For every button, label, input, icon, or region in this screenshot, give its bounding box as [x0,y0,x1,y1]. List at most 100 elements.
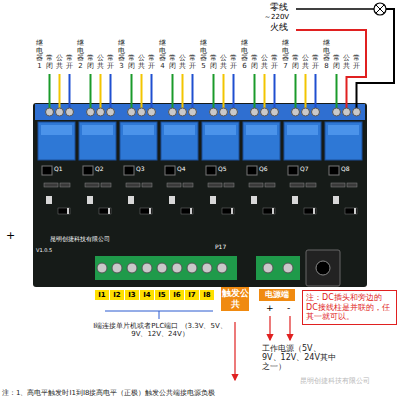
lamp-symbol [374,3,386,15]
terminal-label: 常开 [271,55,278,70]
input-label-box: I5 [155,290,169,300]
node-text: 电源端 [259,290,295,300]
relay-label: 继电器2 [77,40,84,71]
diode-band [231,208,233,214]
transistor-label: Q8 [341,166,350,173]
terminal-screw [261,108,269,116]
relay-body [120,122,157,160]
terminal-wire [336,74,338,108]
plus-sign: + [6,230,15,243]
board-version: V1.0.5 [36,248,52,254]
led [46,196,52,204]
transistor [42,166,52,175]
terminal-screw [56,108,64,116]
transistor [329,166,339,175]
terminal-label: 公共 [179,55,186,70]
terminal-label: 公共 [302,55,309,70]
resistor [85,183,99,187]
diode-band [354,208,356,214]
terminal-label: 公共 [97,55,104,70]
terminal-wire [223,74,225,108]
terminal-screw [220,108,228,116]
terminal-screw [292,108,300,116]
neutral-wire [296,8,374,10]
voltage-label: ～220V [264,13,289,21]
terminal-wire [233,74,235,108]
wire-label: 零线 [270,2,288,12]
lamp-wire [357,9,395,108]
resistor [290,183,304,187]
footer-note: 注：1、高电平触发时I1到I8接高电平（正极）触发公共端接电源负极 [2,389,216,397]
diode-band [149,208,151,214]
relay-label: 继电器4 [159,40,166,71]
resistor [347,183,357,187]
terminal-label: 常闭 [292,55,299,70]
live-wire [296,30,366,108]
node-text: I2 [110,291,124,299]
terminal-screw [46,108,54,116]
terminal-wire [151,74,153,108]
terminal-screw [353,108,361,116]
terminal-label: 常闭 [333,55,340,70]
wire-label: 火线 [270,22,288,32]
terminal-label: 常闭 [169,55,176,70]
diode [263,208,275,214]
resistor [265,183,275,187]
resistor [101,183,111,187]
node-text: I6 [170,291,184,299]
terminal-label: 常开 [148,55,155,70]
transistor-label: Q1 [54,166,63,173]
trigger-common-box: 触发公共 [221,287,249,311]
terminal-label: 公共 [220,55,227,70]
terminal-wire [315,74,317,108]
terminal-wire [90,74,92,108]
terminal-screw [189,108,197,116]
terminal-screw [179,108,187,116]
led [128,196,134,204]
led [333,196,339,204]
led [210,196,216,204]
resistor [208,183,222,187]
transistor-label: Q6 [259,166,268,173]
input-screw [157,263,167,273]
input-label-box: I7 [185,290,199,300]
input-bracket-stem [159,311,160,319]
terminal-label: 公共 [56,55,63,70]
input-label-box: I2 [110,290,124,300]
lamp-cross [376,5,384,13]
terminal-wire [49,74,51,108]
plus-sign: + [266,303,274,313]
terminal-wire [100,74,102,108]
terminal-screw [333,108,341,116]
terminal-label: 常闭 [87,55,94,70]
resistor [142,183,152,187]
terminal-screw [138,108,146,116]
input-screw [112,263,122,273]
terminal-label: 常开 [230,55,237,70]
relay-body [161,122,198,160]
terminal-label: 常开 [312,55,319,70]
led [87,196,93,204]
relay-top [82,125,113,135]
resistor [167,183,181,187]
node-text: I3 [125,291,139,299]
resistor [60,183,70,187]
terminal-screw [66,108,74,116]
node-text: I8 [200,291,214,299]
terminal-screw [302,108,310,116]
relay-top [205,125,236,135]
terminal-label: 常开 [107,55,114,70]
node-text: 注：DC插头和旁边的DC接线柱是并联的，任其一就可以。 [306,293,393,322]
terminal-screw [107,108,115,116]
resistor [126,183,140,187]
resistor [331,183,345,187]
transistor [247,166,257,175]
input-label-box: I6 [170,290,184,300]
relay-top [41,125,72,135]
relay-top [164,125,195,135]
input-screw [202,263,212,273]
relay-top [246,125,277,135]
diode-band [272,208,274,214]
transistor-label: Q7 [300,166,309,173]
